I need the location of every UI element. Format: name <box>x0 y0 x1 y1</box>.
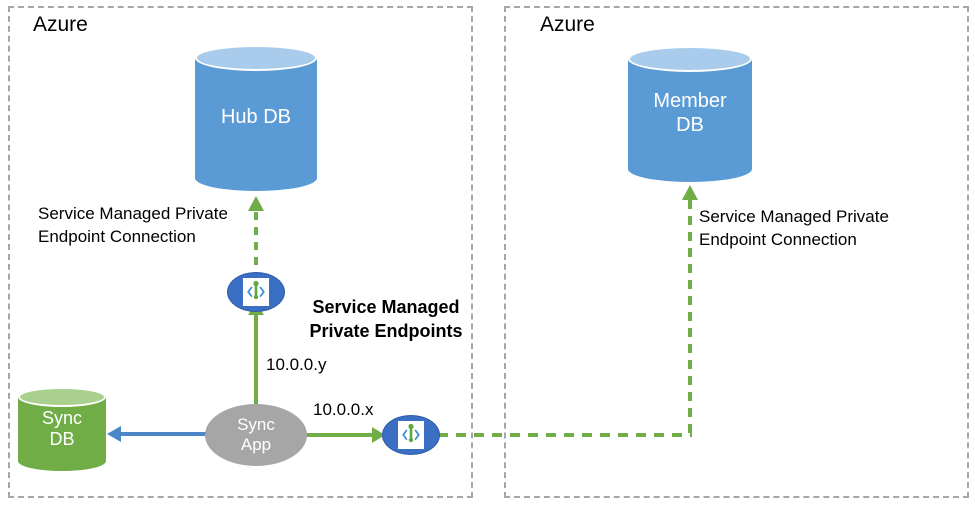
connector-syncapp-to-sync-db <box>120 432 210 436</box>
hub-private-endpoint-badge <box>227 272 285 312</box>
azure-panel-right <box>504 6 969 498</box>
sync-app-label-line1: Sync <box>237 415 275 435</box>
cylinder-top <box>18 387 106 407</box>
private-link-icon <box>398 421 424 449</box>
connector-syncapp-to-member-endpoint <box>306 433 378 437</box>
connector-syncapp-to-member-endpoint-arrow <box>372 427 385 443</box>
cylinder-top <box>628 46 752 72</box>
panel-title-left: Azure <box>33 13 88 36</box>
hub-db-node: Hub DB <box>195 45 317 191</box>
connector-syncapp-to-hub-endpoint <box>254 312 258 414</box>
hub-connection-annotation: Service Managed Private Endpoint Connect… <box>38 204 228 246</box>
connector-syncapp-to-sync-db-arrow <box>107 426 121 442</box>
cylinder-body <box>18 397 106 461</box>
connector-endpoint-to-hub-db-arrow <box>248 196 264 211</box>
sync-app-label-line2: App <box>240 435 272 454</box>
service-managed-private-endpoints-title: Service Managed Private Endpoints <box>309 297 463 341</box>
azure-panel-left <box>8 6 473 498</box>
cylinder-body <box>628 59 752 169</box>
member-private-endpoint-badge <box>382 415 440 455</box>
connector-member-endpoint-arrow <box>682 185 698 200</box>
private-link-icon <box>243 278 269 306</box>
sync-app-node: Sync App <box>205 404 307 466</box>
connector-endpoint-to-hub-db <box>254 212 258 274</box>
sync-db-node: Sync DB <box>18 387 106 471</box>
cylinder-body <box>195 58 317 178</box>
panel-title-right: Azure <box>540 13 595 36</box>
ip-label-member: 10.0.0.x <box>313 400 374 419</box>
ip-label-hub: 10.0.0.y <box>266 355 327 374</box>
member-db-node: Member DB <box>628 46 752 182</box>
connector-member-endpoint-vertical <box>688 200 692 437</box>
member-connection-annotation: Service Managed Private Endpoint Connect… <box>699 207 889 249</box>
connector-member-endpoint-horizontal <box>438 433 692 437</box>
cylinder-top <box>195 45 317 71</box>
